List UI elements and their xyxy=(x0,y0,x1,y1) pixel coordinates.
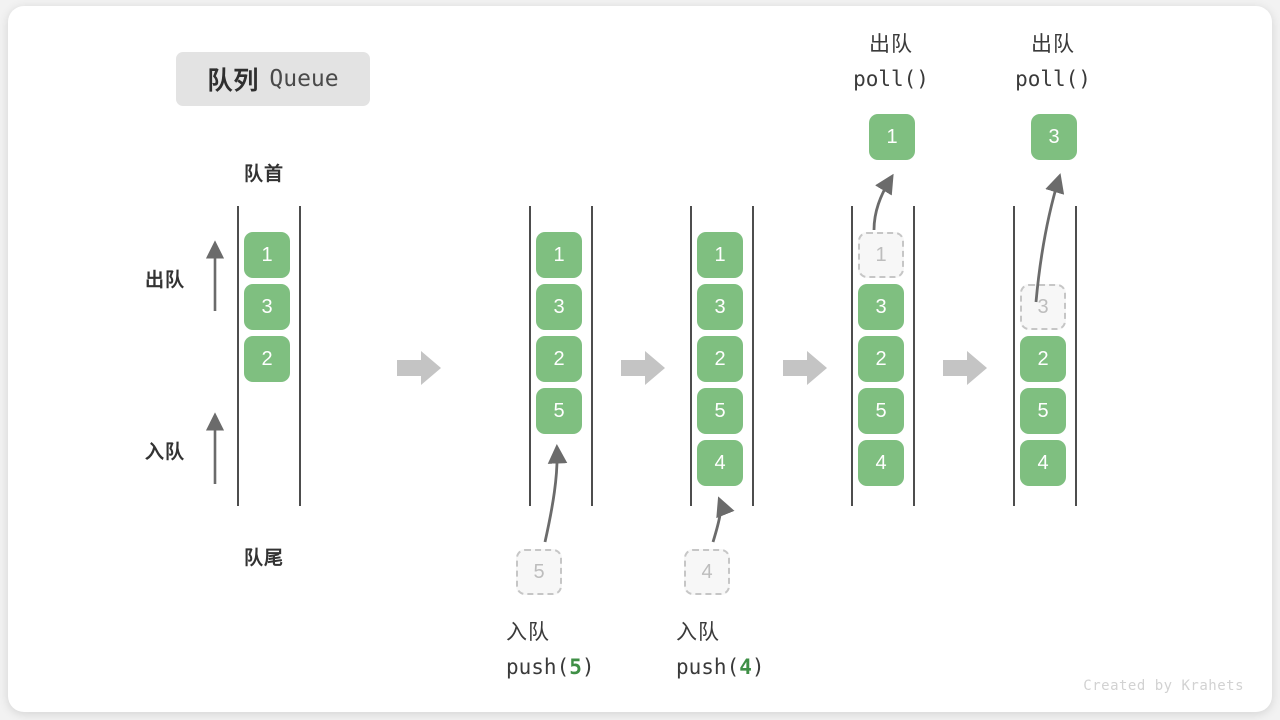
header-op: poll() xyxy=(853,67,929,91)
footer-credit: Created by Krahets xyxy=(1083,678,1244,694)
queue-cell: 2 xyxy=(1020,336,1066,382)
header-cn: 出队 xyxy=(869,33,913,56)
caption-arg: 4 xyxy=(739,655,752,679)
label-dequeue: 出队 xyxy=(145,270,186,291)
incoming-ghost-cell: 5 xyxy=(516,549,562,595)
header-poll-1: 出队 poll() xyxy=(801,28,981,96)
title-badge: 队列 Queue xyxy=(176,52,370,106)
title-cn: 队列 xyxy=(207,67,260,95)
queue-cell: 2 xyxy=(858,336,904,382)
queue-cell: 5 xyxy=(858,388,904,434)
queue-cell: 2 xyxy=(244,336,290,382)
rail-left xyxy=(1013,206,1015,506)
step-arrow-1 xyxy=(397,349,441,387)
header-cn: 出队 xyxy=(1031,33,1075,56)
queue-cell: 5 xyxy=(697,388,743,434)
queue-cell: 3 xyxy=(244,284,290,330)
rail-right xyxy=(752,206,754,506)
rail-left xyxy=(690,206,692,506)
header-op: poll() xyxy=(1015,67,1091,91)
label-rear: 队尾 xyxy=(244,548,285,569)
label-front: 队首 xyxy=(244,164,285,185)
rail-left xyxy=(237,206,239,506)
queue-cell: 4 xyxy=(1020,440,1066,486)
caption-cn: 入队 xyxy=(506,621,550,644)
queue-cell: 3 xyxy=(858,284,904,330)
push-arrow-4 xyxy=(711,496,735,543)
queue-cell: 2 xyxy=(697,336,743,382)
caption-push-4: 入队 push(4) xyxy=(676,616,836,684)
step-arrow-4 xyxy=(943,349,987,387)
label-enqueue: 入队 xyxy=(145,442,186,463)
queue-cell: 3 xyxy=(697,284,743,330)
incoming-ghost-cell: 4 xyxy=(684,549,730,595)
rail-right xyxy=(1075,206,1077,506)
push-arrow-5 xyxy=(543,443,568,543)
queue-cell-new: 4 xyxy=(697,440,743,486)
step-arrow-3 xyxy=(783,349,827,387)
caption-cn: 入队 xyxy=(676,621,720,644)
rail-right xyxy=(591,206,593,506)
queue-cell: 1 xyxy=(244,232,290,278)
queue-cell: 5 xyxy=(1020,388,1066,434)
rail-left xyxy=(529,206,531,506)
queue-cell: 4 xyxy=(858,440,904,486)
caption-op: push(5) xyxy=(506,655,595,679)
queue-cell: 2 xyxy=(536,336,582,382)
queue-cell: 1 xyxy=(697,232,743,278)
queue-cell: 3 xyxy=(536,284,582,330)
queue-cell: 1 xyxy=(536,232,582,278)
poll-arrow-1 xyxy=(872,173,894,231)
rail-left xyxy=(851,206,853,506)
title-en: Queue xyxy=(269,66,339,92)
popped-cell: 3 xyxy=(1031,114,1077,160)
caption-op: push(4) xyxy=(676,655,765,679)
step-arrow-2 xyxy=(621,349,665,387)
queue-cell-new: 5 xyxy=(536,388,582,434)
caption-arg: 5 xyxy=(569,655,582,679)
popped-cell: 1 xyxy=(869,114,915,160)
rail-right xyxy=(299,206,301,506)
diagram-card: 队列 Queue 队首 队尾 出队 入队 1 3 2 1 3 2 5 5 入队 … xyxy=(8,6,1272,712)
rail-right xyxy=(913,206,915,506)
header-poll-3: 出队 poll() xyxy=(963,28,1143,96)
queue-cell-ghost: 1 xyxy=(858,232,904,278)
queue-cell-ghost: 3 xyxy=(1020,284,1066,330)
caption-push-5: 入队 push(5) xyxy=(506,616,666,684)
